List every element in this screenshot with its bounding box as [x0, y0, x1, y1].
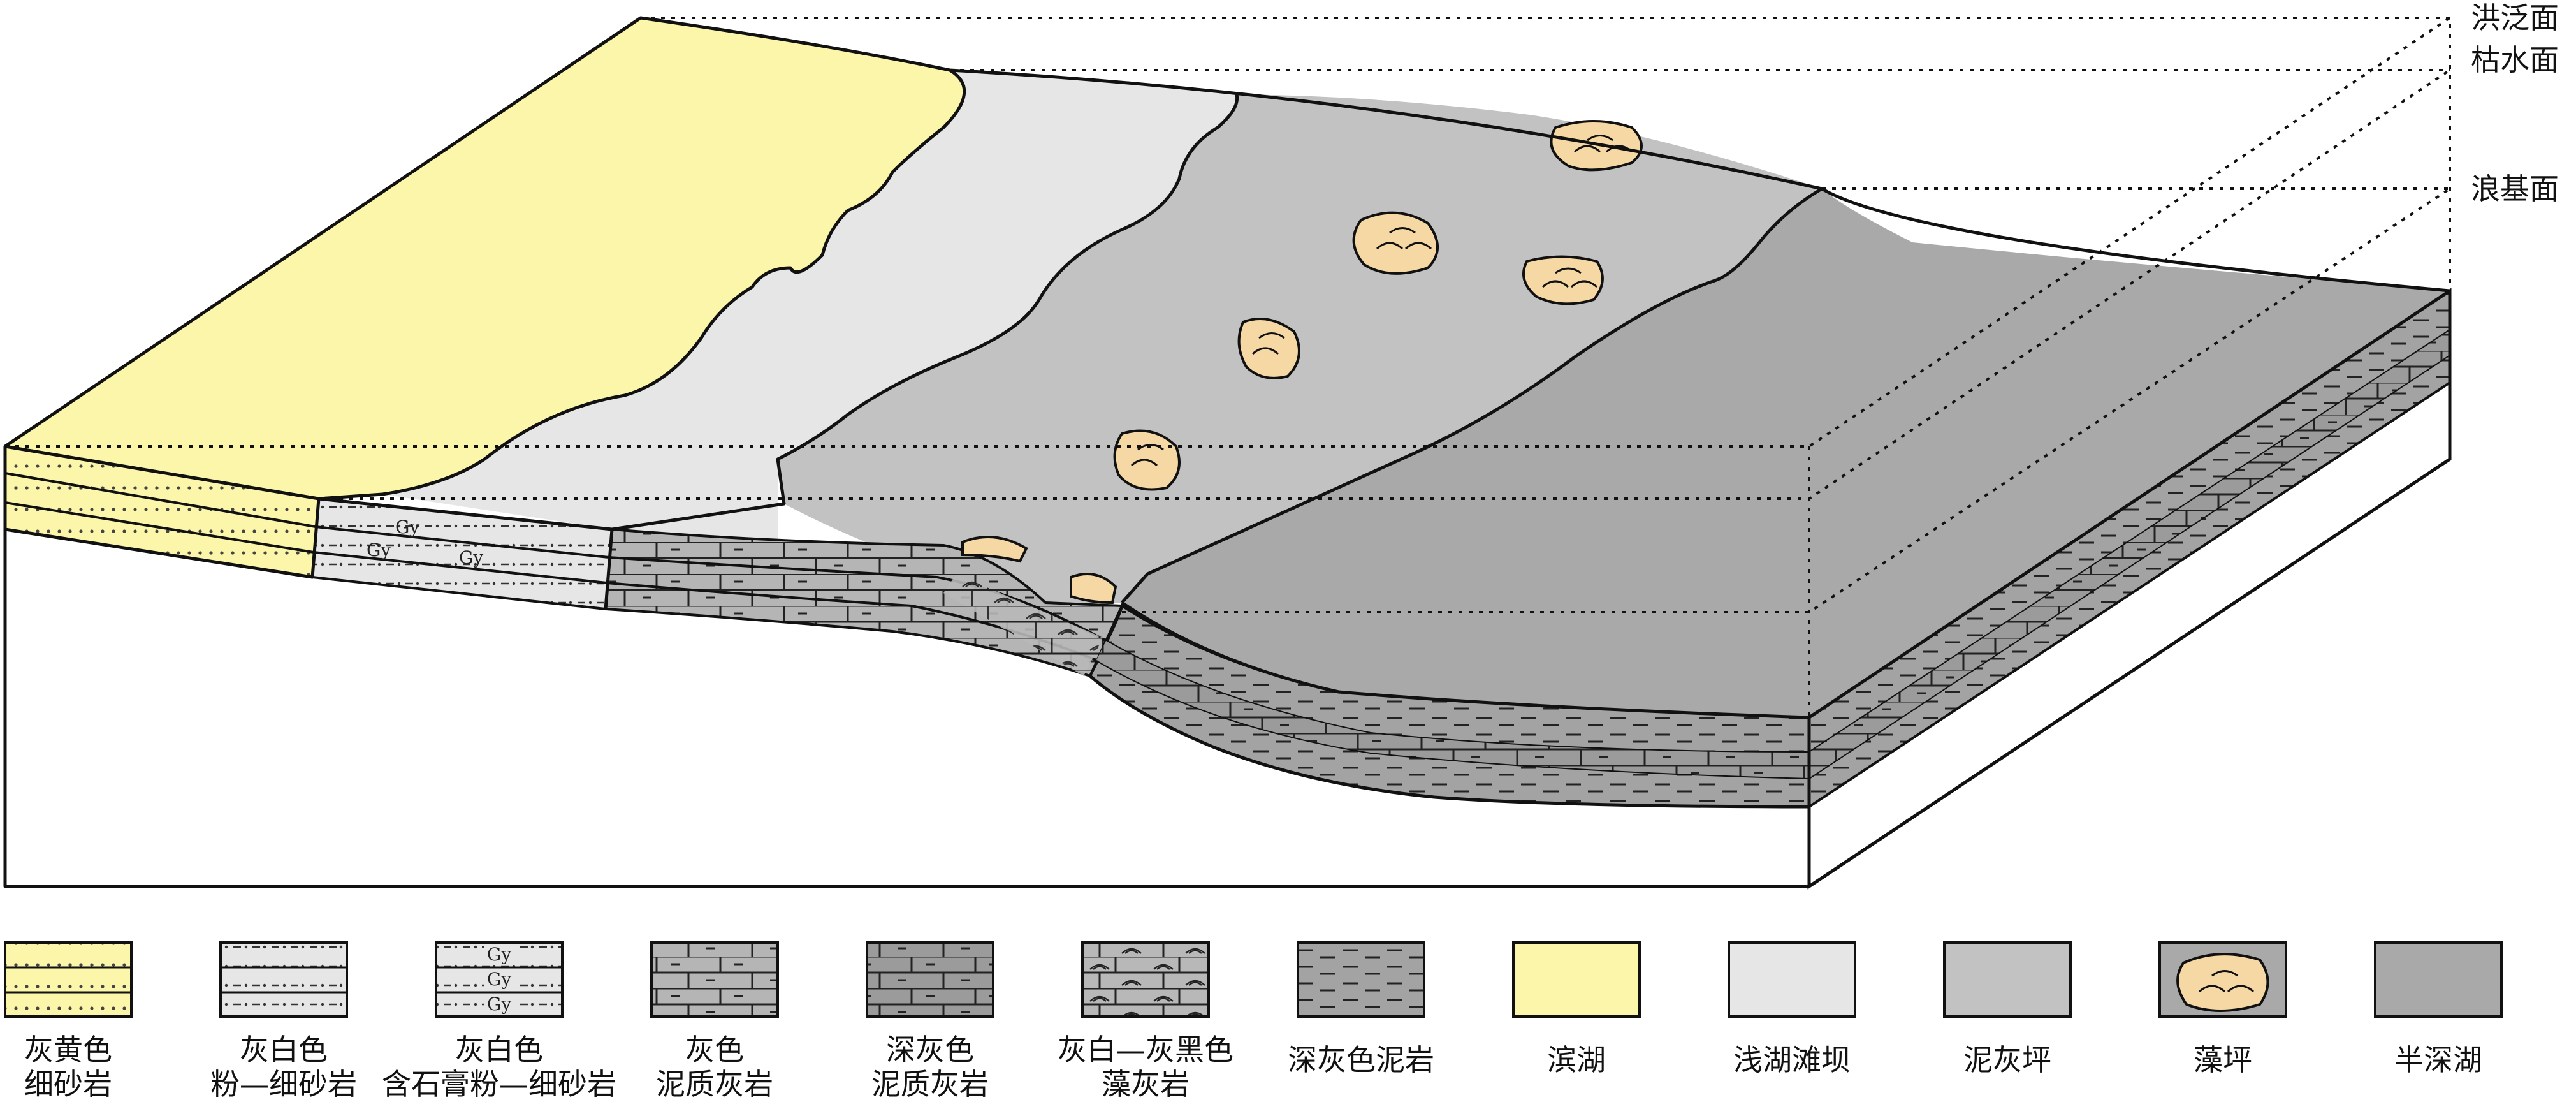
algal-limestone-swatch — [1081, 941, 1210, 1018]
algal-flat-swatch — [2158, 941, 2287, 1018]
legend-label: 泥质灰岩 — [871, 1067, 989, 1101]
yellow-fine-sandstone-swatch — [4, 941, 133, 1018]
legend-label: 深灰色 — [886, 1032, 974, 1067]
dry-surface-label: 枯水面 — [2471, 43, 2559, 77]
block-diagram: Gy Gy Gy — [3, 1, 2559, 890]
legend-label: 灰白色 — [240, 1032, 328, 1067]
right-side-layers — [1808, 288, 2451, 809]
legend-label: 浅湖滩坝 — [1733, 1043, 1851, 1077]
algal-mound — [1070, 573, 1117, 605]
legend-label: 灰白—灰黑色 — [1058, 1032, 1233, 1067]
wave-base-label: 浪基面 — [2471, 172, 2559, 206]
shallow-beach-bar-swatch — [1728, 941, 1856, 1018]
semi-deep-lake-zone — [1122, 189, 2450, 717]
legend-label: 灰白色 — [455, 1032, 543, 1067]
shallow-beach-bar-zone — [382, 70, 1237, 548]
algal-mound — [1522, 255, 1604, 305]
legend-gy-3: Gy — [487, 994, 511, 1015]
shore-lake-zone — [5, 18, 964, 499]
algal-mounds — [961, 120, 1643, 605]
algal-mound — [1352, 211, 1439, 275]
shore-lake-swatch — [1512, 941, 1641, 1018]
algal-mound — [1113, 429, 1181, 491]
legend-label: 泥灰坪 — [1963, 1043, 2051, 1077]
front-limestone-layers — [604, 527, 1124, 678]
legend-label: 泥质灰岩 — [656, 1067, 773, 1101]
gypsum-siltstone-swatch: Gy Gy Gy — [435, 941, 564, 1018]
facies-boundaries — [318, 68, 1823, 604]
flood-surface-label: 洪泛面 — [2471, 1, 2559, 35]
gypsum-label-2: Gy — [367, 540, 391, 561]
dark-mudstone-swatch — [1297, 941, 1425, 1018]
block-outline — [3, 16, 2452, 888]
legend-labels: 灰黄色 细砂岩 灰白色 粉—细砂岩 灰白色 含石膏粉—细砂岩 灰色 泥质灰岩 深… — [24, 1032, 2482, 1101]
legend-gy-2: Gy — [487, 969, 511, 990]
gypsum-label-3: Gy — [459, 547, 483, 568]
gypsum-label-1: Gy — [395, 517, 419, 538]
legend-label: 藻坪 — [2194, 1043, 2252, 1077]
semi-deep-lake-swatch — [2374, 941, 2503, 1018]
algal-mound — [961, 536, 1028, 563]
legend-label: 滨湖 — [1547, 1043, 1606, 1077]
legend-gy-1: Gy — [487, 944, 511, 965]
legend-label: 含石膏粉—细砂岩 — [382, 1067, 616, 1101]
front-gypsum-siltstone-layers: Gy Gy Gy — [312, 499, 612, 610]
legend-label: 细砂岩 — [24, 1067, 112, 1101]
water-level-lines — [5, 17, 2451, 717]
legend-label: 粉—细砂岩 — [210, 1067, 357, 1101]
legend-label: 藻灰岩 — [1102, 1067, 1190, 1101]
algal-mound — [1237, 318, 1300, 379]
marl-flat-swatch — [1943, 941, 2072, 1018]
legend: Gy Gy Gy 灰黄色 细砂岩 灰白色 粉—细砂岩 — [4, 941, 2503, 1101]
legend-label: 半深湖 — [2394, 1043, 2482, 1077]
legend-label: 深灰色泥岩 — [1288, 1043, 1434, 1077]
legend-label: 灰黄色 — [24, 1032, 112, 1067]
siltstone-swatch — [219, 941, 348, 1018]
legend-label: 灰色 — [685, 1032, 744, 1067]
gray-marly-limestone-swatch — [650, 941, 779, 1018]
dark-gray-marly-limestone-swatch — [866, 941, 994, 1018]
